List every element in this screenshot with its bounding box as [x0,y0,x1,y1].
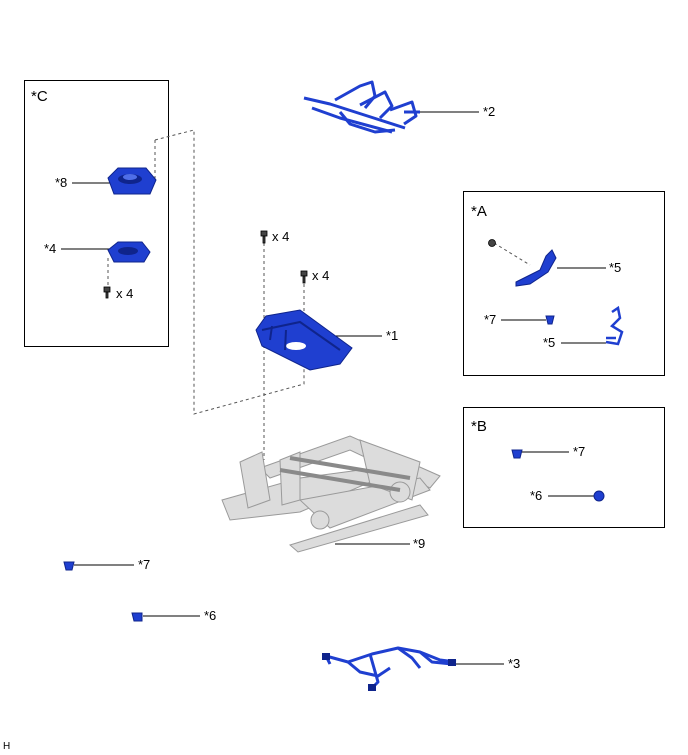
part-1-cushion-pan [255,309,353,371]
part-5-bracket-b [605,305,624,346]
bolt-icons [103,230,496,299]
callout-5-lower: *5 [543,335,556,350]
part-7-clip-b [511,449,523,459]
callout-7-upper: *7 [484,312,497,327]
part-6-connector-b [593,490,605,502]
callout-9: *9 [413,536,426,551]
inset-box-b [463,407,665,528]
callout-7-loose: *7 [138,557,151,572]
quantity-bolt-upper: x 4 [272,229,290,244]
part-2-wire-frame [303,80,420,134]
inset-box-a [463,191,665,376]
inset-label-a: *A [471,203,487,220]
quantity-bolt-box-c: x 4 [116,286,134,301]
quantity-bolt-middle: x 4 [312,268,330,283]
part-5-bracket-a [515,249,557,287]
dashed-guide-lines [107,129,531,460]
callout-6-box-b: *6 [530,488,543,503]
part-4-plate [107,241,151,263]
callout-6-loose: *6 [204,608,217,623]
part-3-wire-harness [324,646,457,690]
callout-2: *2 [483,104,496,119]
part-3-connectors [322,653,456,691]
corner-mark: H [3,741,11,752]
part-7-clip-a [545,315,555,325]
part-7-clip-c [63,561,75,571]
inset-box-c [24,80,169,347]
callout-5-upper: *5 [609,260,622,275]
part-8-bracket [107,167,157,195]
callout-7-box-b: *7 [573,444,586,459]
leader-lines [61,111,606,665]
inset-label-b: *B [471,418,487,435]
part-6-connector-c [131,612,143,622]
callout-3: *3 [508,656,521,671]
callout-8: *8 [55,175,68,190]
callout-1: *1 [386,328,399,343]
inset-label-c: *C [31,88,48,105]
part-9-seat-adjuster [221,435,441,553]
callout-4: *4 [44,241,57,256]
